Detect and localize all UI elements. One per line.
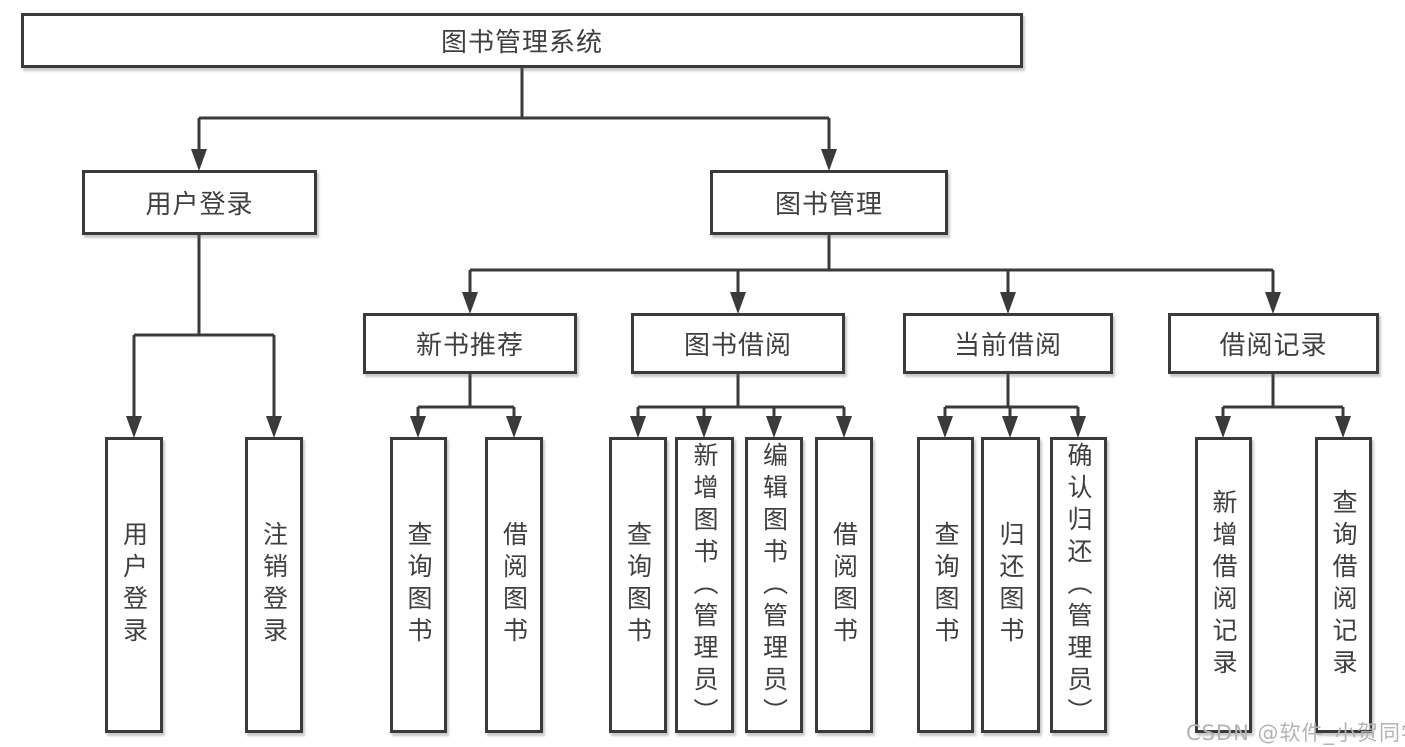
node-book-borrow: 图书借阅 [631,313,845,374]
leaf-return-book: 归还图书 [981,437,1040,733]
leaf-add-borrow-record: 新增借阅记录 [1195,437,1252,733]
leaf-edit-book-admin: 编辑图书（管理员） [745,437,803,733]
leaf-label: 查询图书 [623,521,653,649]
leaf-borrow-book: 借阅图书 [815,437,873,733]
leaf-label: 归还图书 [996,521,1025,649]
node-label: 图书管理系统 [440,28,603,58]
leaf-query-borrow-record: 查询借阅记录 [1315,437,1372,733]
node-borrow-record: 借阅记录 [1168,313,1379,374]
leaf-label: 编辑图书（管理员） [759,442,789,730]
node-user-login: 用户登录 [82,170,317,235]
node-current-borrow: 当前借阅 [903,313,1113,374]
leaf-label: 新增借阅记录 [1209,489,1238,681]
leaf-logout: 注销登录 [245,437,303,733]
leaf-label: 新增图书（管理员） [690,442,719,730]
leaf-label: 注销登录 [259,521,289,649]
node-new-book-recommend: 新书推荐 [363,313,577,374]
node-label: 借阅记录 [1219,331,1328,361]
leaf-label: 查询借阅记录 [1329,489,1358,681]
leaf-label: 借阅图书 [499,521,529,649]
node-label: 当前借阅 [953,331,1062,361]
leaf-add-book-admin: 新增图书（管理员） [675,437,734,733]
leaf-query-book-current: 查询图书 [917,437,974,733]
node-label: 用户登录 [145,190,254,220]
leaf-label: 借阅图书 [829,521,859,649]
leaf-user-login: 用户登录 [105,437,163,733]
node-label: 新书推荐 [415,331,524,361]
node-label: 图书借阅 [683,331,792,361]
leaf-label: 查询图书 [404,521,433,649]
leaf-label: 查询图书 [931,521,960,649]
node-book-management: 图书管理 [710,170,948,235]
csdn-watermark: CSDN @软件_小贺同学 [1186,721,1405,745]
leaf-query-book-recommend: 查询图书 [390,437,447,733]
leaf-confirm-return-admin: 确认归还（管理员） [1050,437,1107,733]
node-library-management-system: 图书管理系统 [21,13,1023,68]
node-label: 图书管理 [774,190,883,220]
leaf-label: 确认归还（管理员） [1064,442,1093,730]
leaf-borrow-book-recommend: 借阅图书 [485,437,543,733]
leaf-query-book-borrow: 查询图书 [609,437,667,733]
leaf-label: 用户登录 [119,521,149,649]
